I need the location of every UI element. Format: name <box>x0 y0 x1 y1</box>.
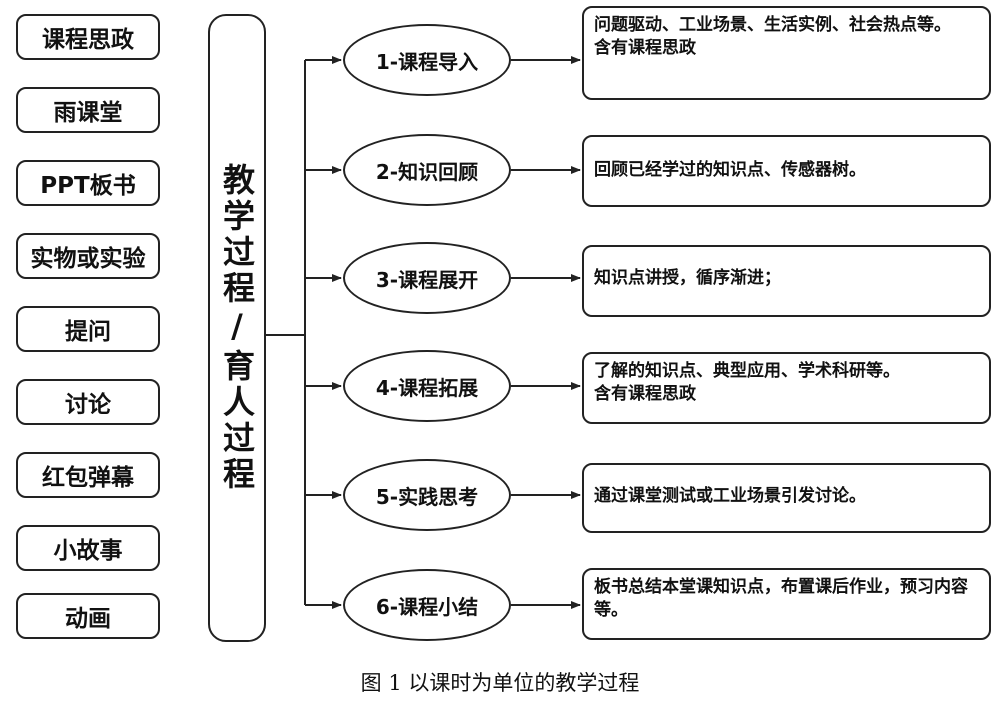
step-1-ellipse: 1-课程导入 <box>343 24 511 96</box>
step-6-ellipse: 6-课程小结 <box>343 569 511 641</box>
tool-short-story: 小故事 <box>16 525 160 571</box>
step-3-ellipse: 3-课程展开 <box>343 242 511 314</box>
tool-ppt-board: PPT板书 <box>16 160 160 206</box>
tool-objects-experiments: 实物或实验 <box>16 233 160 279</box>
step-5-description: 通过课堂测试或工业场景引发讨论。 <box>582 463 991 533</box>
step-4-description: 了解的知识点、典型应用、学术科研等。 含有课程思政 <box>582 352 991 424</box>
teaching-process-box: 教学过程/育人过程 <box>208 14 266 642</box>
step-1-desc-line-1: 问题驱动、工业场景、生活实例、社会热点等。 <box>594 15 951 35</box>
tool-rain-classroom: 雨课堂 <box>16 87 160 133</box>
step-6-desc-line-1: 板书总结本堂课知识点，布置课后作业，预习内容等。 <box>594 577 968 620</box>
step-1-description: 问题驱动、工业场景、生活实例、社会热点等。 含有课程思政 <box>582 6 991 100</box>
step-3-desc-line-1: 知识点讲授，循序渐进； <box>594 268 781 288</box>
tool-course-ideology: 课程思政 <box>16 14 160 60</box>
step-3-description: 知识点讲授，循序渐进； <box>582 245 991 317</box>
tool-discussion: 讨论 <box>16 379 160 425</box>
step-5-ellipse: 5-实践思考 <box>343 459 511 531</box>
step-2-ellipse: 2-知识回顾 <box>343 134 511 206</box>
step-2-desc-line-1: 回顾已经学过的知识点、传感器树。 <box>594 160 866 180</box>
step-4-desc-line-2: 含有课程思政 <box>594 383 696 404</box>
step-4-ellipse: 4-课程拓展 <box>343 350 511 422</box>
step-2-description: 回顾已经学过的知识点、传感器树。 <box>582 135 991 207</box>
tool-red-packet-danmaku: 红包弹幕 <box>16 452 160 498</box>
step-5-desc-line-1: 通过课堂测试或工业场景引发讨论。 <box>594 486 866 506</box>
figure-caption: 图 1 以课时为单位的教学过程 <box>360 671 640 695</box>
teaching-process-label: 教学过程/育人过程 <box>218 163 256 493</box>
tool-animation: 动画 <box>16 593 160 639</box>
step-4-desc-line-1: 了解的知识点、典型应用、学术科研等。 <box>594 361 900 381</box>
step-6-description: 板书总结本堂课知识点，布置课后作业，预习内容等。 <box>582 568 991 640</box>
tool-questioning: 提问 <box>16 306 160 352</box>
step-1-desc-line-2: 含有课程思政 <box>594 37 696 58</box>
